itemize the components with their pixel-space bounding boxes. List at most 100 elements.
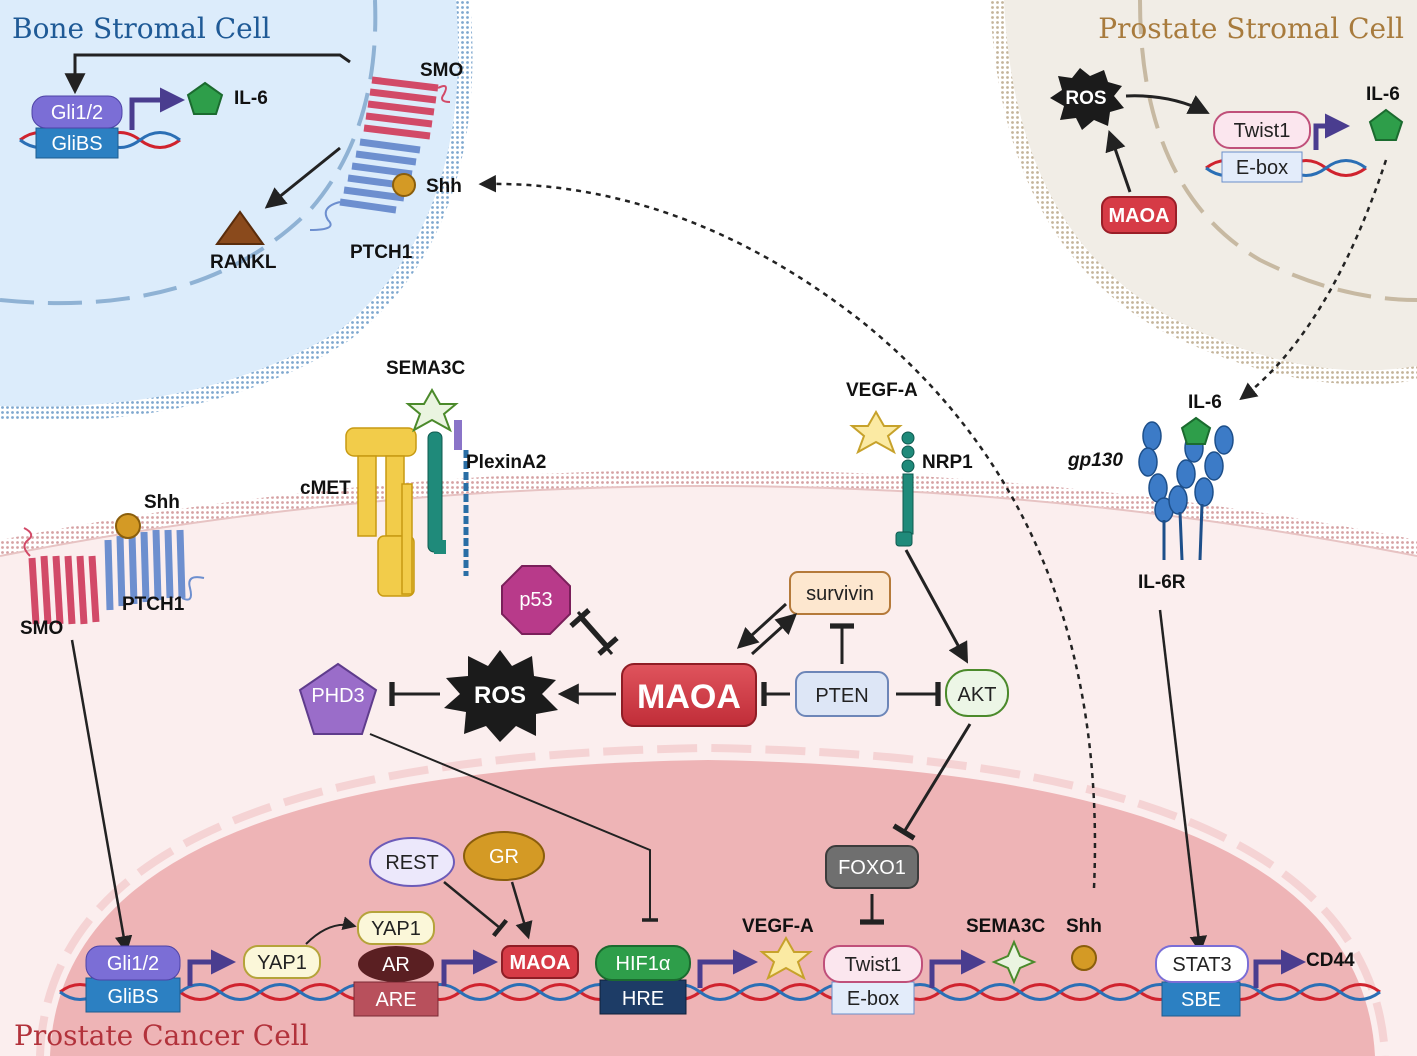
nucleus-twist1-label: Twist1 — [845, 954, 902, 976]
stat3-transcription-arrow — [1253, 949, 1306, 988]
bone-gli-box — [31, 95, 123, 129]
stromal-ebox-box — [1221, 151, 1303, 183]
ros-to-twist1-arrow — [1125, 94, 1210, 114]
rankl-triangle-icon — [215, 210, 265, 245]
foxo1-label: FOXO1 — [838, 857, 906, 879]
nucleus-gli-label: Gli1/2 — [107, 953, 159, 975]
smo-to-gli-arrow — [70, 639, 133, 954]
nucleus-shh-label: Shh — [1066, 916, 1102, 937]
nucleus-ebox-label: E-box — [847, 988, 899, 1010]
bone-glibs-box — [35, 127, 119, 159]
nrp1-receptor-icon — [895, 431, 915, 547]
bone-shh-label: Shh — [426, 176, 462, 197]
stromal-twist1-label: Twist1 — [1234, 120, 1291, 142]
bone-ptch1-label: PTCH1 — [350, 242, 413, 263]
nrp1-label: NRP1 — [922, 452, 973, 473]
plexina2-receptor-icon — [427, 420, 469, 576]
hif1a-label: HIF1α — [616, 953, 671, 975]
stromal-ros-label: ROS — [1065, 88, 1106, 109]
gr-label: GR — [489, 846, 519, 868]
akt-label: AKT — [958, 684, 997, 706]
bone-shh-ligand-icon — [392, 173, 416, 197]
akt-box — [945, 669, 1009, 717]
gr-ellipse — [463, 831, 545, 881]
il6-secretion-dashed-arrow — [1239, 159, 1388, 401]
stat3-label: STAT3 — [1172, 954, 1231, 976]
ar-label: AR — [382, 954, 410, 976]
membrane-il6-label: IL-6 — [1188, 392, 1222, 413]
ar-ellipse — [358, 946, 434, 982]
nucleus-sema3c-label: SEMA3C — [966, 916, 1045, 937]
bone-il6-label: IL-6 — [234, 88, 268, 109]
sema3c-star-icon — [405, 387, 459, 433]
bone-smo-to-gli-arrow — [64, 53, 351, 95]
plexina2-label: PlexinA2 — [466, 452, 546, 473]
maoa-to-survivin-arrow — [750, 613, 798, 656]
rest-ellipse — [369, 837, 455, 887]
rest-inhibits-maoa — [443, 881, 509, 938]
nuclear-dna — [59, 983, 1381, 1001]
cancer-smo-receptor-icon — [28, 555, 100, 625]
bone-glibs-label: GliBS — [51, 133, 102, 155]
cancer-ptch1-label: PTCH1 — [122, 594, 185, 615]
nucleus-maoa-box — [501, 945, 579, 979]
are-box — [353, 981, 439, 1017]
pten-box — [795, 671, 889, 717]
stromal-maoa-box — [1101, 196, 1177, 234]
p53-octagon — [501, 565, 571, 635]
nucleus-glibs-box — [85, 977, 181, 1013]
bone-smo-receptor-icon — [363, 76, 439, 140]
nucleus-vegfa-star-icon — [759, 935, 813, 981]
cytoplasm-ros-burst-icon — [444, 650, 558, 742]
membrane-vegfa-star-icon — [849, 409, 903, 455]
survivin-to-maoa-arrow — [736, 602, 788, 649]
phd3-pentagon — [298, 662, 378, 735]
stromal-twist1-box — [1213, 111, 1311, 149]
rest-label: REST — [385, 852, 438, 874]
cytoplasm-ros-label: ROS — [474, 682, 526, 709]
survivin-box — [789, 571, 891, 615]
are-label: ARE — [375, 989, 416, 1011]
cancer-ptch1-receptor-icon — [104, 529, 186, 611]
nucleus-sema3c-star-icon — [991, 939, 1037, 985]
maoa-to-ros-arrow — [1105, 130, 1132, 193]
cmet-receptor-icon — [345, 427, 417, 597]
bone-gli-label: Gli1/2 — [51, 102, 103, 124]
pten-label: PTEN — [815, 685, 868, 707]
akt-inhibits-foxo1 — [892, 723, 972, 841]
gp130-label: gp130 — [1067, 450, 1123, 471]
cancer-shh-label: Shh — [144, 492, 180, 513]
nucleus-vegfa-label: VEGF-A — [742, 916, 814, 937]
sbe-label: SBE — [1181, 989, 1221, 1011]
twist1-transcription-arrow — [929, 949, 986, 988]
yap1-protein-label: YAP1 — [371, 918, 421, 940]
prostate-stromal-cell-title: Prostate Stromal Cell — [1098, 12, 1404, 45]
bone-il6-pentagon-icon — [186, 81, 224, 115]
hre-label: HRE — [622, 988, 664, 1010]
bone-cell-title: Bone Stromal Cell — [12, 12, 271, 45]
nucleus-twist1-box — [823, 945, 923, 983]
sema3c-label: SEMA3C — [386, 358, 465, 379]
yap1-protein-box — [357, 911, 435, 945]
shh-secretion-dashed-arrow — [478, 174, 1097, 889]
yap1-to-yap1-arrow — [305, 916, 357, 945]
p53-inhibits-maoa — [576, 611, 619, 656]
nucleus-maoa-label: MAOA — [509, 952, 570, 974]
il6r-to-stat3-arrow — [1158, 609, 1208, 954]
stromal-il6-pentagon-icon — [1368, 108, 1404, 141]
survivin-label: survivin — [806, 583, 874, 605]
prostate-stromal-cell — [990, 0, 1417, 385]
yap1-gene-box — [243, 945, 321, 979]
maoa-central-label: MAOA — [637, 678, 741, 716]
bone-transcription-arrow — [129, 87, 185, 130]
phd3-label: PHD3 — [311, 685, 364, 707]
prostate-cancer-cell-title: Prostate Cancer Cell — [14, 1019, 309, 1052]
stat3-box — [1155, 945, 1249, 983]
membrane-vegfa-label: VEGF-A — [846, 380, 918, 401]
nucleus-glibs-label: GliBS — [107, 986, 158, 1008]
cmet-label: cMET — [300, 478, 351, 499]
il6r-label: IL-6R — [1138, 572, 1186, 593]
foxo1-box — [825, 845, 919, 889]
nrp1-to-akt-arrow — [904, 549, 969, 664]
cancer-smo-label: SMO — [20, 618, 63, 639]
